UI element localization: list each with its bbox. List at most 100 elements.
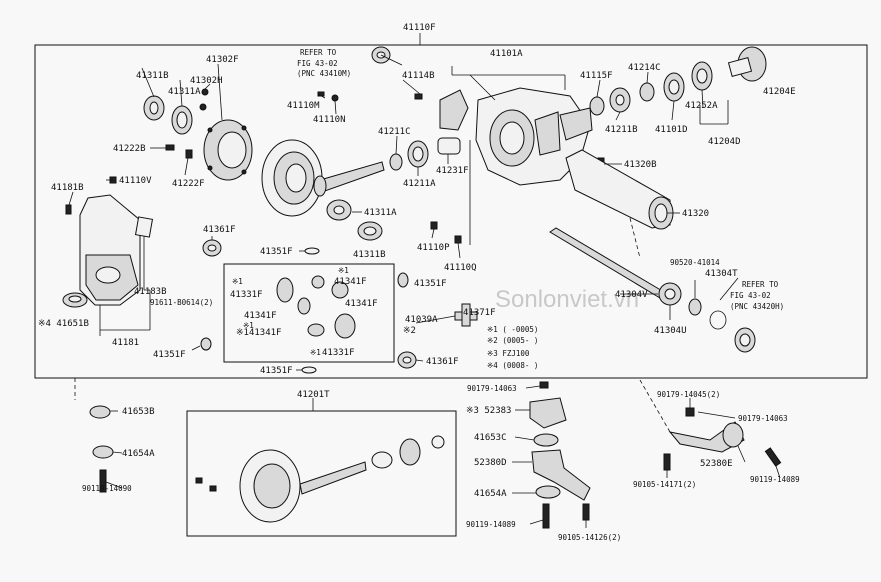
bracket-52380E <box>668 421 745 453</box>
label-41351F-b: 41351F <box>414 279 447 289</box>
label-41311B-top: 41311B <box>136 71 169 81</box>
ring-90520 <box>688 298 702 316</box>
label-41351F-c: 41351F <box>153 350 186 360</box>
part-labels: 41311B 41302F 41302H 41311A REFER TO FIG… <box>38 48 800 542</box>
nut-90179-14063-a <box>539 381 549 389</box>
label-90119-14090: 90119-14090 <box>82 484 132 493</box>
label-fig-2: FIG 43-02 <box>730 291 771 300</box>
bracket-52383 <box>529 397 567 429</box>
label-41039A: 41039A <box>405 315 438 325</box>
cushion-41654A-left <box>92 445 114 459</box>
label-star1-d: ※1 <box>310 348 321 357</box>
label-41101D: 41101D <box>655 125 688 135</box>
label-41183B: 41183B <box>134 287 167 297</box>
label-41110V: 41110V <box>119 176 152 186</box>
bearing-cap-41114B <box>439 89 469 131</box>
label-41231F: 41231F <box>436 166 469 176</box>
label-41320B: 41320B <box>624 160 657 170</box>
label-41110Q: 41110Q <box>444 263 477 273</box>
bracket-52380D <box>531 449 591 501</box>
label-41351F-d: 41351F <box>260 366 293 376</box>
label-41341F-d: ※141341F <box>236 328 281 338</box>
bearing-41211A <box>407 140 429 168</box>
snap-ring-41304T <box>709 310 727 330</box>
label-41110P: 41110P <box>417 243 450 253</box>
washer-41361F-bottom <box>397 351 417 369</box>
bearing-cap-41115F <box>534 111 561 156</box>
label-refer-to-2: REFER TO <box>742 280 779 289</box>
label-91611-B0614: 91611-B0614(2) <box>150 298 213 307</box>
label-90119-14089-mid: 90119-14089 <box>466 520 516 529</box>
label-41653C: 41653C <box>474 433 507 443</box>
label-41304U: 41304U <box>654 326 687 336</box>
label-52380D: 52380D <box>474 458 507 468</box>
label-41302H: 41302H <box>190 76 223 86</box>
note-1: ※1 ( -0005) <box>487 325 538 334</box>
label-41654A-right: 41654A <box>474 489 507 499</box>
bolt-41181B <box>65 204 72 215</box>
bearing-41304U <box>658 282 682 306</box>
label-41331F-a: 41331F <box>230 290 263 300</box>
pin-41351F <box>397 272 409 288</box>
label-41311A-mid: 41311A <box>364 208 397 218</box>
cross-shaft-41371F <box>454 303 478 327</box>
pinion-gears <box>276 275 356 339</box>
label-41181B: 41181B <box>51 183 84 193</box>
washer-41214C <box>639 82 655 102</box>
label-refer-to-1: REFER TO <box>300 48 337 57</box>
differential-carrier-cover <box>79 194 141 306</box>
oil-seal-41651B <box>62 292 88 308</box>
label-41115F: 41115F <box>580 71 613 81</box>
gasket-41183B <box>134 216 154 238</box>
label-41211B: 41211B <box>605 125 638 135</box>
drive-pinion <box>313 161 385 197</box>
bolt-90119-14090 <box>99 469 107 493</box>
cushion-41653B <box>89 405 111 419</box>
label-41204E: 41204E <box>763 87 796 97</box>
label-41361F-b: 41361F <box>426 357 459 367</box>
label-pnc-1: (PNC 43410M) <box>297 69 351 78</box>
label-star2: ※2 <box>403 326 416 336</box>
label-41654A-left: 41654A <box>122 449 155 459</box>
label-41222F: 41222F <box>172 179 205 189</box>
cushion-41653C <box>533 433 559 447</box>
bearing-41311A-mid <box>326 199 352 221</box>
ring-gear-kit <box>195 435 445 523</box>
label-41110M: 41110M <box>287 101 320 111</box>
bolts-52380E <box>663 407 782 471</box>
note-3: ※3 FZJ100 <box>487 349 530 358</box>
label-90179-14063-a: 90179-14063 <box>467 384 517 393</box>
washer-41361F-top <box>202 239 222 257</box>
label-90119-14089-right: 90119-14089 <box>750 475 800 484</box>
label-41341F-a: 41341F <box>334 277 367 287</box>
label-90179-14045: 90179-14045(2) <box>657 390 720 399</box>
watermark: Sonlonviet.vn <box>495 286 639 313</box>
top-assembly-label: 41110F <box>403 23 436 33</box>
label-41211A: 41211A <box>403 179 436 189</box>
label-41252A: 41252A <box>685 101 718 111</box>
cushion-41654A-right <box>535 485 561 499</box>
label-star1-b: ※1 <box>338 266 349 275</box>
label-41311A-top: 41311A <box>168 87 201 97</box>
label-41181: 41181 <box>112 338 139 348</box>
label-star1-c: ※1 <box>243 321 254 330</box>
ring-gear <box>261 139 323 217</box>
seal-41211B <box>589 96 605 116</box>
axle-tube-41320 <box>565 149 674 230</box>
bearing-41214C <box>609 87 631 113</box>
differential-case-41302F <box>203 119 253 181</box>
main-assembly-frame <box>34 44 868 379</box>
label-90105-14171: 90105-14171(2) <box>633 480 696 489</box>
washer-41351F-left <box>200 337 212 351</box>
label-41114B: 41114B <box>402 71 435 81</box>
label-41361F-top: 41361F <box>203 225 236 235</box>
note-4: ※4 (0008- ) <box>487 361 538 370</box>
label-41651B: ※4 41651B <box>38 319 89 329</box>
label-41110N: 41110N <box>313 115 346 125</box>
label-41201T: 41201T <box>297 390 330 400</box>
label-41653B: 41653B <box>122 407 155 417</box>
label-90520-41014: 90520-41014 <box>670 258 720 267</box>
differential-carrier-housing-41101A <box>475 87 593 186</box>
seal-41252A <box>691 61 713 91</box>
